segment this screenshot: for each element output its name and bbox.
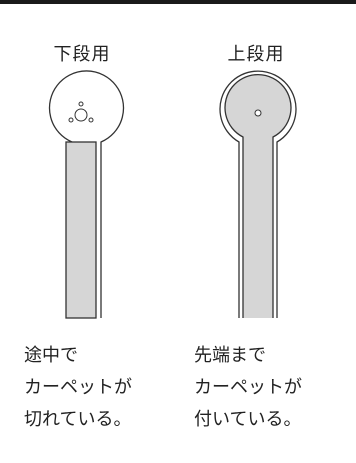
right-ladder <box>219 70 297 318</box>
left-caption: 途中で カーペットが 切れている。 <box>24 340 132 436</box>
right-caption-line-1: 先端まで <box>194 345 266 366</box>
right-caption: 先端まで カーペットが 付いている。 <box>194 340 302 436</box>
right-title: 上段用 <box>227 44 285 65</box>
right-carpet-cover <box>224 74 292 318</box>
left-caption-line-3: 切れている。 <box>24 409 132 430</box>
left-carpet-strip <box>65 141 97 319</box>
right-caption-line-2: カーペットが <box>194 377 302 398</box>
top-rule <box>0 0 356 4</box>
left-ladder <box>48 70 125 319</box>
left-caption-line-1: 途中で <box>24 345 78 366</box>
left-caption-line-2: カーペットが <box>24 377 132 398</box>
right-bolt-icon <box>254 109 262 117</box>
left-title: 下段用 <box>53 44 111 65</box>
left-bolt-icon <box>68 101 94 123</box>
right-caption-line-3: 付いている。 <box>194 409 302 430</box>
